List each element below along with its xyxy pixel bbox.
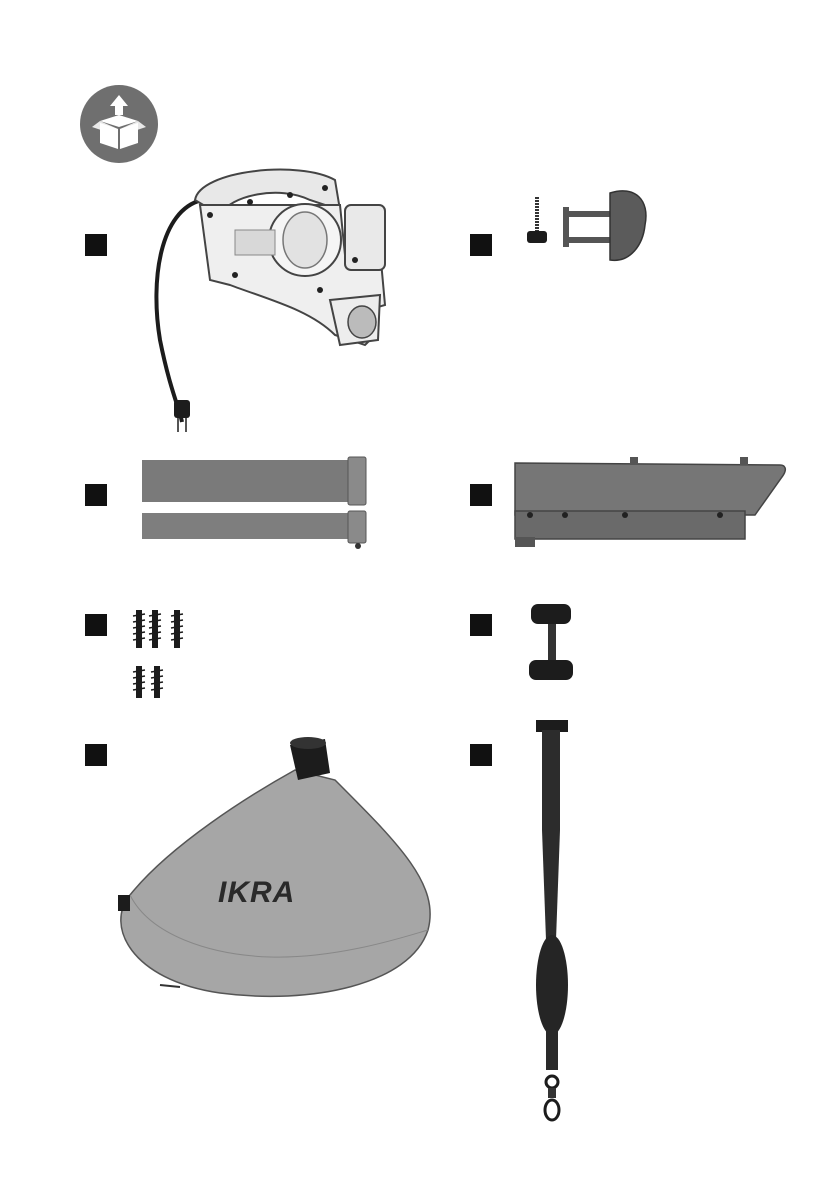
item-marker-6: [470, 614, 492, 636]
item-marker-1: [85, 234, 107, 256]
axle-bolt-icon: [525, 185, 665, 270]
screw-icon: [130, 608, 190, 708]
wheel-icon: [525, 602, 580, 689]
item-marker-7: [85, 744, 107, 766]
item-marker-4: [470, 484, 492, 506]
item-marker-5: [85, 614, 107, 636]
tube-icon: [140, 455, 375, 560]
leaf-blower-icon: [140, 160, 400, 445]
item-marker-3: [85, 484, 107, 506]
item-marker-8: [470, 744, 492, 766]
item-marker-2: [470, 234, 492, 256]
bag-brand-logo: IKRA: [218, 876, 295, 910]
vacuum-tube-icon: [510, 455, 790, 560]
bag-icon: [110, 735, 440, 1010]
strap-icon: [528, 720, 578, 1135]
unpack-box-icon: [80, 85, 158, 163]
